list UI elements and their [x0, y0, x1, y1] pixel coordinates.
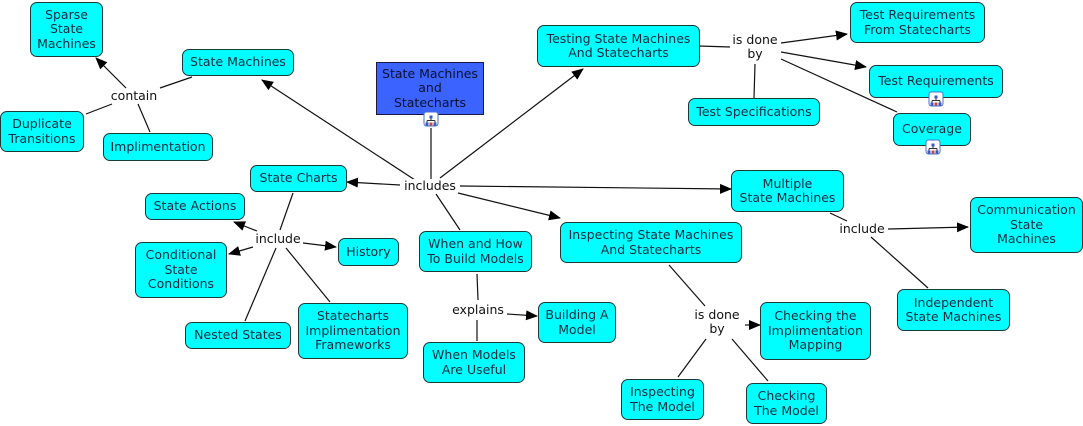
- edge-include-communication: [887, 222, 969, 233]
- edge-include-nested: [244, 247, 277, 322]
- edge-multiple-include: [829, 212, 848, 222]
- concept-when-and-how[interactable]: When and How To Build Models: [419, 231, 532, 272]
- concept-inspecting-state-machines[interactable]: Inspecting State Machines And Statechart…: [560, 222, 742, 263]
- concept-sparse-state-machines[interactable]: Sparse State Machines: [30, 2, 103, 57]
- edge-testing-isdoneby: [698, 45, 731, 48]
- hierarchy-glyph: [927, 143, 939, 154]
- edge-isdoneby-inspectingmodel: [677, 338, 707, 378]
- edge-isdoneby-testreq: [780, 51, 867, 71]
- concept-test-requirements-from-statecharts[interactable]: Test Requirements From Statecharts: [850, 2, 985, 43]
- edge-explains-building: [506, 310, 538, 321]
- concept-statecharts-frameworks[interactable]: Statecharts Implimentation Frameworks: [298, 303, 408, 359]
- concept-inspecting-the-model[interactable]: Inspecting The Model: [621, 379, 704, 420]
- link-is-done-by-testing[interactable]: is done by: [730, 32, 780, 61]
- link-includes[interactable]: includes: [402, 178, 458, 193]
- edge-contain-duplicate: [85, 103, 113, 115]
- link-is-done-by-inspecting[interactable]: is done by: [692, 307, 742, 336]
- edge-includes-when-how: [435, 193, 461, 231]
- edge-include-history: [302, 240, 337, 251]
- edge-contain-sparse: [95, 57, 127, 89]
- concept-conditional-state-conditions[interactable]: Conditional State Conditions: [135, 242, 227, 298]
- concept-state-machines[interactable]: State Machines: [182, 49, 294, 76]
- edge-inspecting-isdoneby: [668, 264, 706, 307]
- concept-history[interactable]: History: [338, 238, 399, 266]
- concept-communication-state-machines[interactable]: Communication State Machines: [970, 197, 1083, 253]
- edge-include-independent: [870, 236, 929, 289]
- hierarchy-glyph: [425, 115, 437, 126]
- concept-testing-state-machines[interactable]: Testing State Machines And Statecharts: [537, 25, 700, 67]
- edge-isdoneby-testreqfrom: [780, 30, 848, 44]
- edge-statecharts-include: [279, 192, 294, 231]
- concept-duplicate-transitions[interactable]: Duplicate Transitions: [0, 111, 84, 152]
- concept-multiple-state-machines[interactable]: Multiple State Machines: [731, 170, 844, 212]
- concept-implimentation[interactable]: Implimentation: [103, 133, 213, 161]
- edge-includes-multiple: [459, 183, 732, 194]
- edge-include-stateactions: [233, 221, 258, 232]
- concept-when-models-useful[interactable]: When Models Are Useful: [423, 342, 525, 383]
- link-contain[interactable]: contain: [108, 88, 160, 103]
- concept-test-requirements[interactable]: Test Requirements: [869, 65, 1003, 98]
- edge-isdoneby-testspec: [753, 63, 756, 99]
- edge-isdoneby-checkingmodel: [731, 338, 769, 382]
- edge-includes-testing: [439, 68, 584, 179]
- submap-icon[interactable]: [928, 91, 944, 107]
- hierarchy-glyph: [930, 95, 942, 106]
- concept-state-actions[interactable]: State Actions: [145, 193, 245, 220]
- submap-icon[interactable]: [423, 111, 439, 127]
- concept-building-a-model[interactable]: Building A Model: [538, 302, 616, 343]
- concept-checking-the-model[interactable]: Checking The Model: [746, 383, 827, 424]
- concept-coverage[interactable]: Coverage: [893, 113, 971, 146]
- link-include-statecharts[interactable]: include: [253, 231, 303, 246]
- submap-icon[interactable]: [925, 139, 941, 155]
- concept-independent-state-machines[interactable]: Independent State Machines: [897, 289, 1010, 331]
- concept-state-charts[interactable]: State Charts: [250, 165, 347, 192]
- concept-checking-implimentation-mapping[interactable]: Checking the Implimentation Mapping: [760, 302, 871, 360]
- link-include-multiple[interactable]: include: [837, 221, 887, 236]
- edge-includes-inspecting: [457, 192, 561, 221]
- link-explains[interactable]: explains: [450, 302, 506, 317]
- edge-state-machines-contain: [159, 76, 193, 89]
- edge-include-conditional: [228, 246, 254, 256]
- edge-includes-state-charts: [346, 177, 401, 188]
- concept-root[interactable]: State Machines and Statecharts: [376, 62, 484, 115]
- edge-isdoneby-coverage: [780, 58, 898, 113]
- edge-whenhow-explains: [476, 273, 479, 301]
- edge-includes-state-machines: [261, 79, 416, 181]
- edge-include-frameworks: [285, 247, 331, 303]
- concept-test-specifications[interactable]: Test Specifications: [688, 98, 820, 126]
- concept-nested-states[interactable]: Nested States: [185, 322, 291, 349]
- edge-contain-implimentation: [137, 103, 151, 133]
